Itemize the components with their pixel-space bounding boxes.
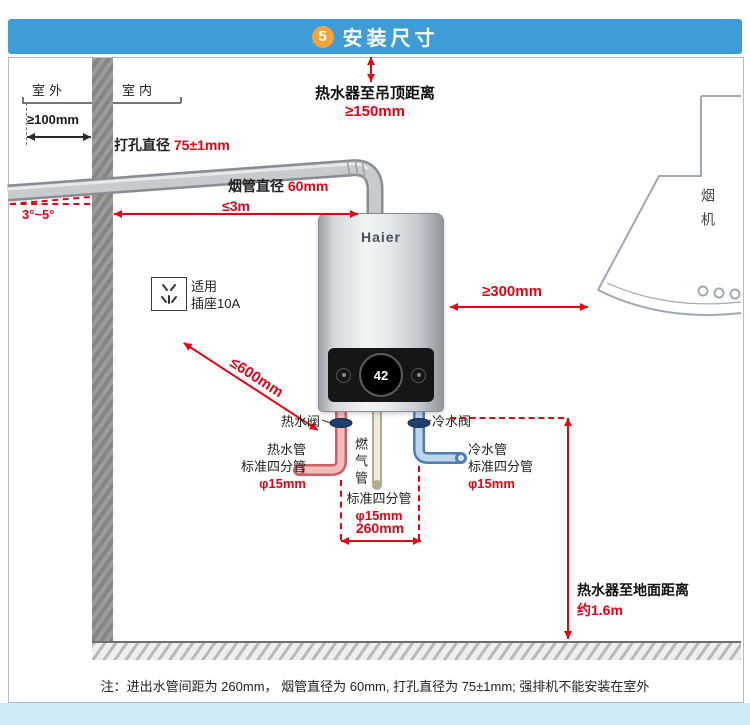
hot-pipe-spec: 标准四分管: [240, 459, 306, 474]
temperature-display: 42: [359, 353, 403, 397]
gas-pipe-label: 燃气管: [353, 437, 368, 488]
cold-pipe-label: 冷水管 标准四分管 φ15mm: [468, 441, 533, 492]
hole-diameter-value: 75±1mm: [173, 137, 230, 153]
cold-pipe-name: 冷水管: [468, 442, 508, 457]
exterior-wall: [92, 58, 113, 658]
pipe-spacing-dash-left: [340, 480, 342, 540]
wall-clearance-label: ≥100mm: [27, 112, 79, 127]
footer-strip: [0, 703, 750, 725]
hot-valve-label: 热水阀: [281, 414, 321, 429]
hot-water-valve-icon: [329, 418, 353, 428]
floor-distance-dash: [450, 417, 564, 419]
gas-pipe-spec-label: 标准四分管 φ15mm: [337, 490, 421, 524]
reference-tick: [180, 97, 182, 103]
socket-spec-label: 适用 插座10A: [191, 278, 240, 312]
ceiling-distance-arrow: [367, 57, 375, 82]
range-hood-outline: [597, 95, 742, 316]
flue-pipe: [7, 158, 384, 216]
hood-clearance-label: ≥300mm: [482, 283, 542, 300]
floor-distance-value: 约1.6m: [577, 602, 623, 618]
hot-pipe-name: 热水管: [266, 442, 306, 457]
max-horizontal-label: ≤3m: [222, 198, 250, 214]
ceiling-distance-text: 热水器至吊顶距离: [314, 85, 435, 102]
slope-angle-label: 3°~5°: [22, 207, 55, 222]
temperature-value: 42: [373, 367, 389, 383]
hood-button-icon: [697, 285, 709, 297]
ceiling-distance-label: 热水器至吊顶距离 ≥150mm: [293, 85, 457, 121]
step-number-badge: 5: [311, 25, 334, 48]
floor-distance-arrow: [564, 418, 572, 639]
socket-spec-line1: 适用: [191, 279, 218, 294]
hot-pipe-diameter: φ15mm: [259, 476, 306, 491]
ceiling-distance-value: ≥150mm: [345, 103, 405, 120]
floor-distance-label: 热水器至地面距离 约1.6m: [577, 580, 689, 620]
floor: [92, 641, 741, 660]
hole-diameter-text: 打孔直径: [114, 137, 170, 153]
hood-clearance-arrow: [450, 303, 588, 311]
flue-diameter-text: 烟管直径: [228, 178, 284, 194]
gas-pipe-diameter: φ15mm: [355, 508, 403, 523]
hood-button-icon: [729, 288, 741, 300]
brand-logo: Haier: [360, 229, 402, 245]
valve-leader-lines: [321, 419, 432, 424]
slope-reference-dash: [10, 203, 90, 205]
reference-dash-line: [26, 103, 27, 145]
cold-pipe-spec: 标准四分管: [468, 459, 534, 474]
label-indoor: 室内: [122, 83, 157, 98]
cold-pipe-diameter: φ15mm: [468, 476, 515, 491]
range-hood-label: 烟机: [700, 188, 716, 236]
socket-icon: [151, 277, 187, 311]
label-outdoor: 室外: [32, 83, 67, 98]
socket-spec-line2: 插座10A: [191, 296, 241, 311]
pipe-spacing-label: 260mm: [355, 520, 405, 536]
reference-line: [113, 102, 181, 104]
page-title: 安装尺寸: [342, 28, 439, 50]
note-text: 注：进出水管间距为 260mm， 烟管直径为 60mm, 打孔直径为 75±1m…: [100, 679, 650, 694]
pipe-spacing-dash-right: [418, 466, 420, 540]
reference-line: [22, 102, 92, 104]
wall-clearance-arrow: [27, 133, 91, 141]
floor-distance-text: 热水器至地面距离: [577, 582, 689, 598]
gas-pipe: [372, 406, 382, 490]
cold-water-pipe: [413, 406, 467, 464]
reference-tick: [22, 97, 24, 103]
hood-button-icon: [713, 287, 725, 299]
hot-water-pipe: [293, 406, 347, 476]
cold-water-valve-icon: [407, 418, 431, 428]
gas-pipe-spec: 标准四分管: [346, 491, 412, 506]
hot-pipe-label: 热水管 标准四分管 φ15mm: [218, 441, 306, 492]
flue-diameter-value: 60mm: [287, 178, 329, 194]
flue-diameter-label: 烟管直径 60mm: [228, 178, 328, 194]
mode-button-icon[interactable]: [411, 367, 426, 383]
max-horizontal-arrow: [114, 210, 358, 218]
water-heater: Haier 42: [318, 213, 444, 412]
cold-valve-label: 冷水阀: [432, 414, 472, 429]
power-button-icon[interactable]: [336, 367, 351, 383]
section-header: 5 安装尺寸: [8, 19, 742, 54]
pipe-spacing-arrow: [341, 537, 421, 545]
control-panel: 42: [328, 348, 434, 402]
hole-diameter-label: 打孔直径 75±1mm: [114, 137, 230, 153]
